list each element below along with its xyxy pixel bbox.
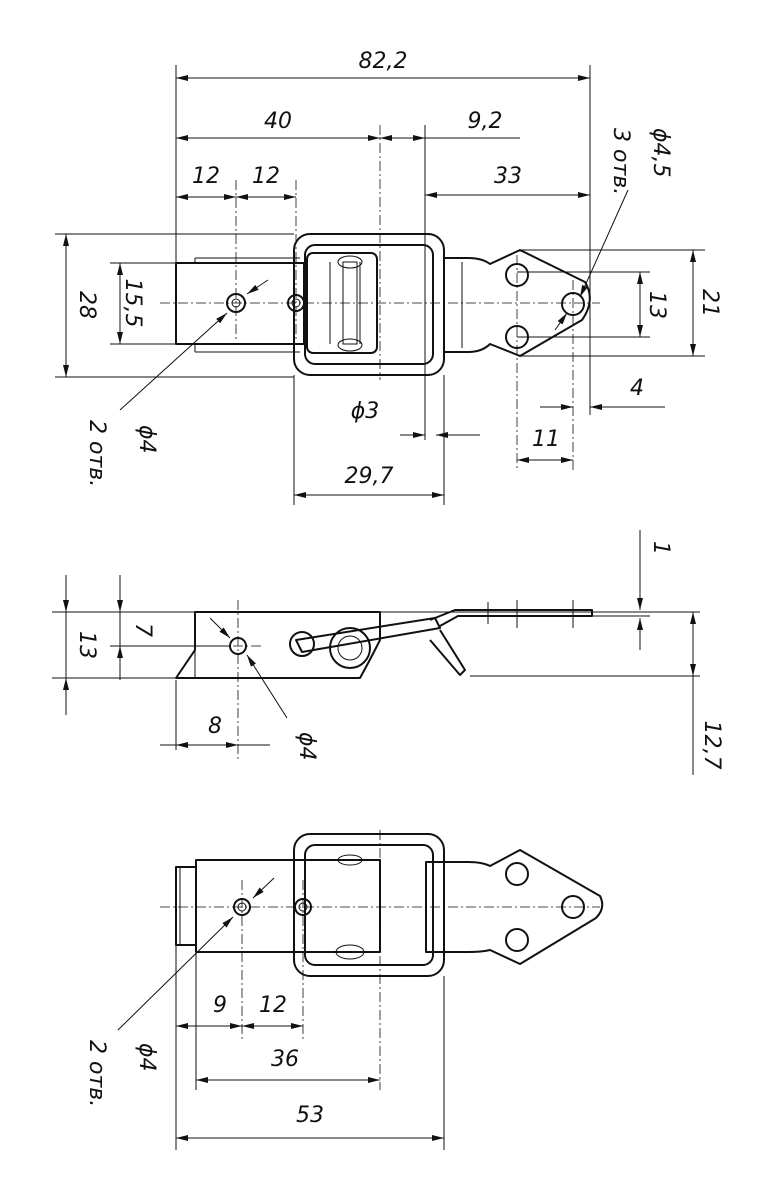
- dim-height-21: 21: [697, 289, 722, 317]
- dim-overall-length: 82,2: [359, 49, 408, 74]
- side-wire: [295, 617, 441, 653]
- dim-width-29-7: 29,7: [345, 464, 394, 489]
- bottom-dim-pitch-12: 12: [259, 993, 287, 1018]
- side-dim-height-13: 13: [74, 631, 99, 659]
- bottom-wire-loop: [293, 833, 445, 977]
- top-catch-plate: [443, 249, 591, 357]
- dim-height-28: 28: [74, 291, 99, 319]
- dim-height-15-5: 15,5: [120, 279, 145, 328]
- side-view: 13 7 1 12,7 8 ϕ4: [52, 530, 724, 775]
- dim-hole-4-count: 2 отв.: [84, 420, 109, 487]
- bottom-base-plate: [195, 859, 381, 953]
- dim-length-33: 33: [494, 164, 522, 189]
- dim-height-13: 13: [644, 291, 669, 319]
- dim-pitch-12-b: 12: [252, 164, 280, 189]
- side-dim-height-7: 7: [130, 623, 155, 637]
- bottom-dim-hole-4: ϕ4: [134, 1043, 159, 1072]
- top-view: 82,2 40 9,2 12 12 33 ϕ4,5 3 отв. 28 15,5…: [55, 49, 722, 505]
- side-lever-pin: [289, 631, 315, 657]
- bottom-view: 9 12 36 53 ϕ4 2 отв.: [84, 830, 604, 1150]
- bottom-catch-plate: [425, 849, 604, 965]
- dim-pitch-11: 11: [532, 427, 560, 452]
- dim-offset-9-2: 9,2: [468, 109, 503, 134]
- side-dim-thickness-1: 1: [648, 541, 673, 555]
- dim-length-40: 40: [264, 109, 292, 134]
- dim-hole-4-5: ϕ4,5: [648, 128, 673, 178]
- bottom-dim-length-53: 53: [296, 1103, 324, 1128]
- dim-hole-4: ϕ4: [134, 425, 159, 454]
- bottom-dim-offset-9: 9: [213, 993, 227, 1018]
- dim-pitch-12-a: 12: [192, 164, 220, 189]
- side-dim-height-12-7: 12,7: [699, 721, 724, 770]
- dim-pin-3: ϕ3: [351, 399, 380, 424]
- side-dim-hole-4: ϕ4: [294, 732, 319, 761]
- side-dim-offset-8: 8: [208, 714, 222, 739]
- dim-hole-4-5-count: 3 отв.: [608, 128, 633, 195]
- bottom-dim-length-36: 36: [271, 1047, 299, 1072]
- bottom-catch-hole-lower: [505, 928, 529, 952]
- bottom-catch-hole-upper: [505, 862, 529, 886]
- bottom-end-tab: [175, 866, 197, 946]
- bottom-dim-hole-4-count: 2 отв.: [84, 1040, 109, 1107]
- dim-offset-4: 4: [630, 376, 644, 401]
